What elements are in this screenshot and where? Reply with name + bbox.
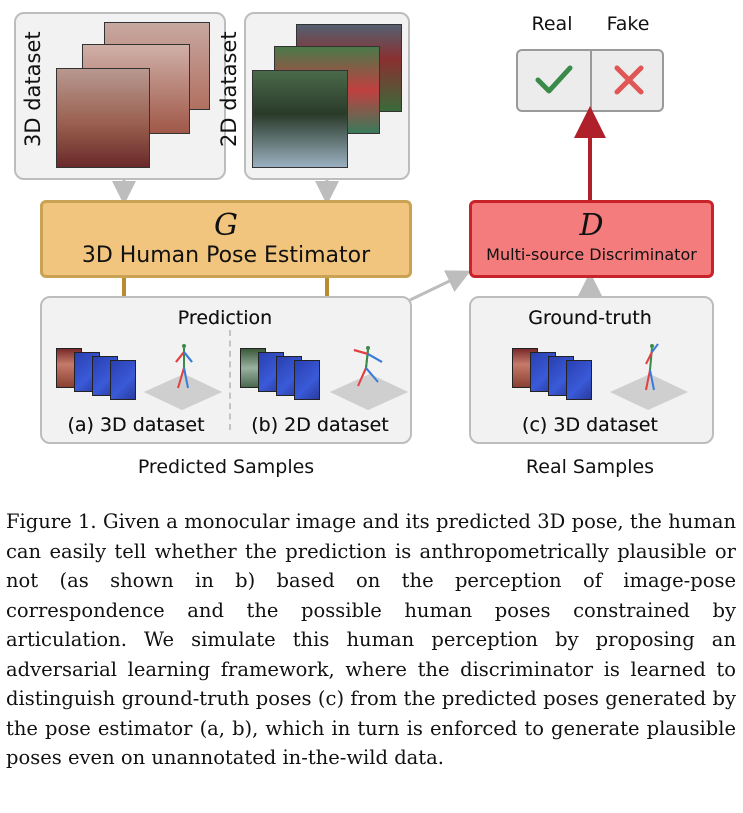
prediction-label: Prediction	[177, 307, 273, 329]
real-fake-divider	[590, 49, 592, 112]
prediction-label-top: Prediction	[177, 307, 273, 329]
pose-skeleton-c-top	[610, 343, 688, 410]
sample-b-label: (b) 2D dataset	[251, 414, 389, 436]
generator-box: G 3D Human Pose Estimator	[40, 200, 412, 278]
dataset-2d-image-front	[252, 70, 348, 168]
groundtruth-label: Ground-truth	[528, 307, 652, 329]
discriminator-name: Multi-source Discriminator	[486, 245, 697, 264]
fake-label: Fake	[606, 13, 650, 35]
sample-a-label: (a) 3D dataset	[67, 414, 205, 436]
dataset-3d-image-front	[56, 68, 150, 168]
groundtruth-label-top: Ground-truth	[528, 307, 652, 329]
caption-text: Figure 1. Given a monocular image and it…	[6, 510, 736, 769]
sample-c-label-top: (c) 3D dataset	[522, 414, 658, 436]
discriminator-symbol: D	[579, 208, 604, 243]
generator-symbol: G	[214, 208, 238, 243]
frame-b-4-top	[294, 360, 320, 400]
frame-c-4-top	[566, 360, 592, 400]
discriminator-box: D Multi-source Discriminator	[469, 200, 714, 278]
generator-name: 3D Human Pose Estimator	[81, 243, 371, 268]
figure-caption: Figure 1. Given a monocular image and it…	[6, 507, 736, 773]
sample-b-label-top: (b) 2D dataset	[251, 414, 389, 436]
sample-c-label: (c) 3D dataset	[522, 414, 658, 436]
pose-skeleton-a-top	[144, 348, 222, 410]
pose-skeleton-b-top	[330, 349, 408, 410]
predicted-samples-label: Predicted Samples	[137, 456, 315, 478]
real-samples-label: Real Samples	[525, 456, 655, 478]
prediction-divider	[229, 330, 231, 430]
real-label: Real	[531, 13, 573, 35]
cross-icon	[614, 65, 644, 95]
frame-a-4-top	[110, 360, 136, 400]
check-icon	[535, 65, 573, 94]
sample-a-label-top: (a) 3D dataset	[67, 414, 205, 436]
